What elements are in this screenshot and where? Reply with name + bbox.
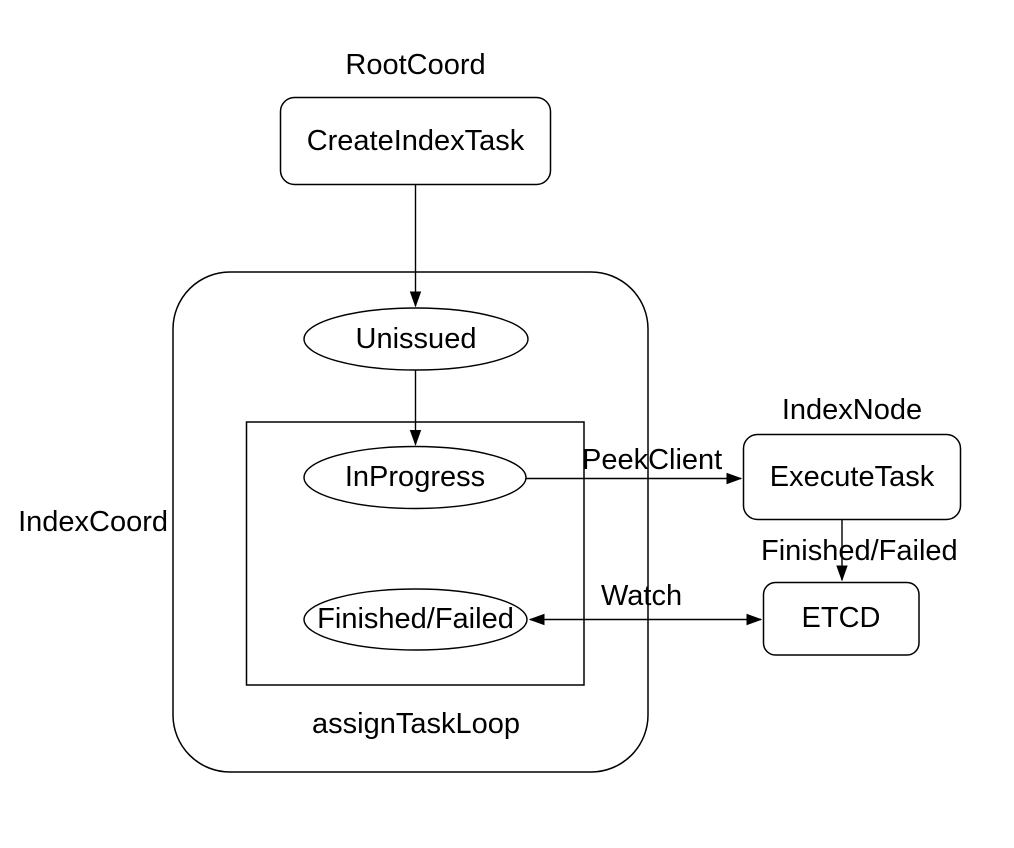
in-progress-text: InProgress	[344, 461, 486, 493]
execute-task-text: ExecuteTask	[769, 460, 935, 493]
execute-task-box	[742, 433, 962, 521]
indexcoord-container	[172, 271, 649, 773]
unissued-text: Unissued	[355, 322, 477, 355]
finished-failed-text: Finished/Failed	[317, 603, 514, 635]
watch-edge-label: Watch	[601, 579, 683, 612]
in-progress-ellipse	[303, 445, 527, 510]
indexnode-group-label: IndexNode	[781, 393, 923, 426]
finished-failed-edge-label: Finished/Failed	[761, 534, 958, 567]
indexcoord-group-label: IndexCoord	[18, 505, 168, 538]
rootcoord-group-label: RootCoord	[345, 48, 486, 81]
etcd-box	[762, 581, 920, 656]
create-index-task-box	[279, 96, 552, 186]
create-index-task-text: CreateIndexTask	[306, 124, 525, 157]
peek-client-edge-label: PeekClient	[582, 443, 723, 476]
assign-task-loop-label: assignTaskLoop	[312, 707, 520, 740]
finished-failed-ellipse	[303, 588, 528, 651]
etcd-text: ETCD	[801, 602, 881, 634]
